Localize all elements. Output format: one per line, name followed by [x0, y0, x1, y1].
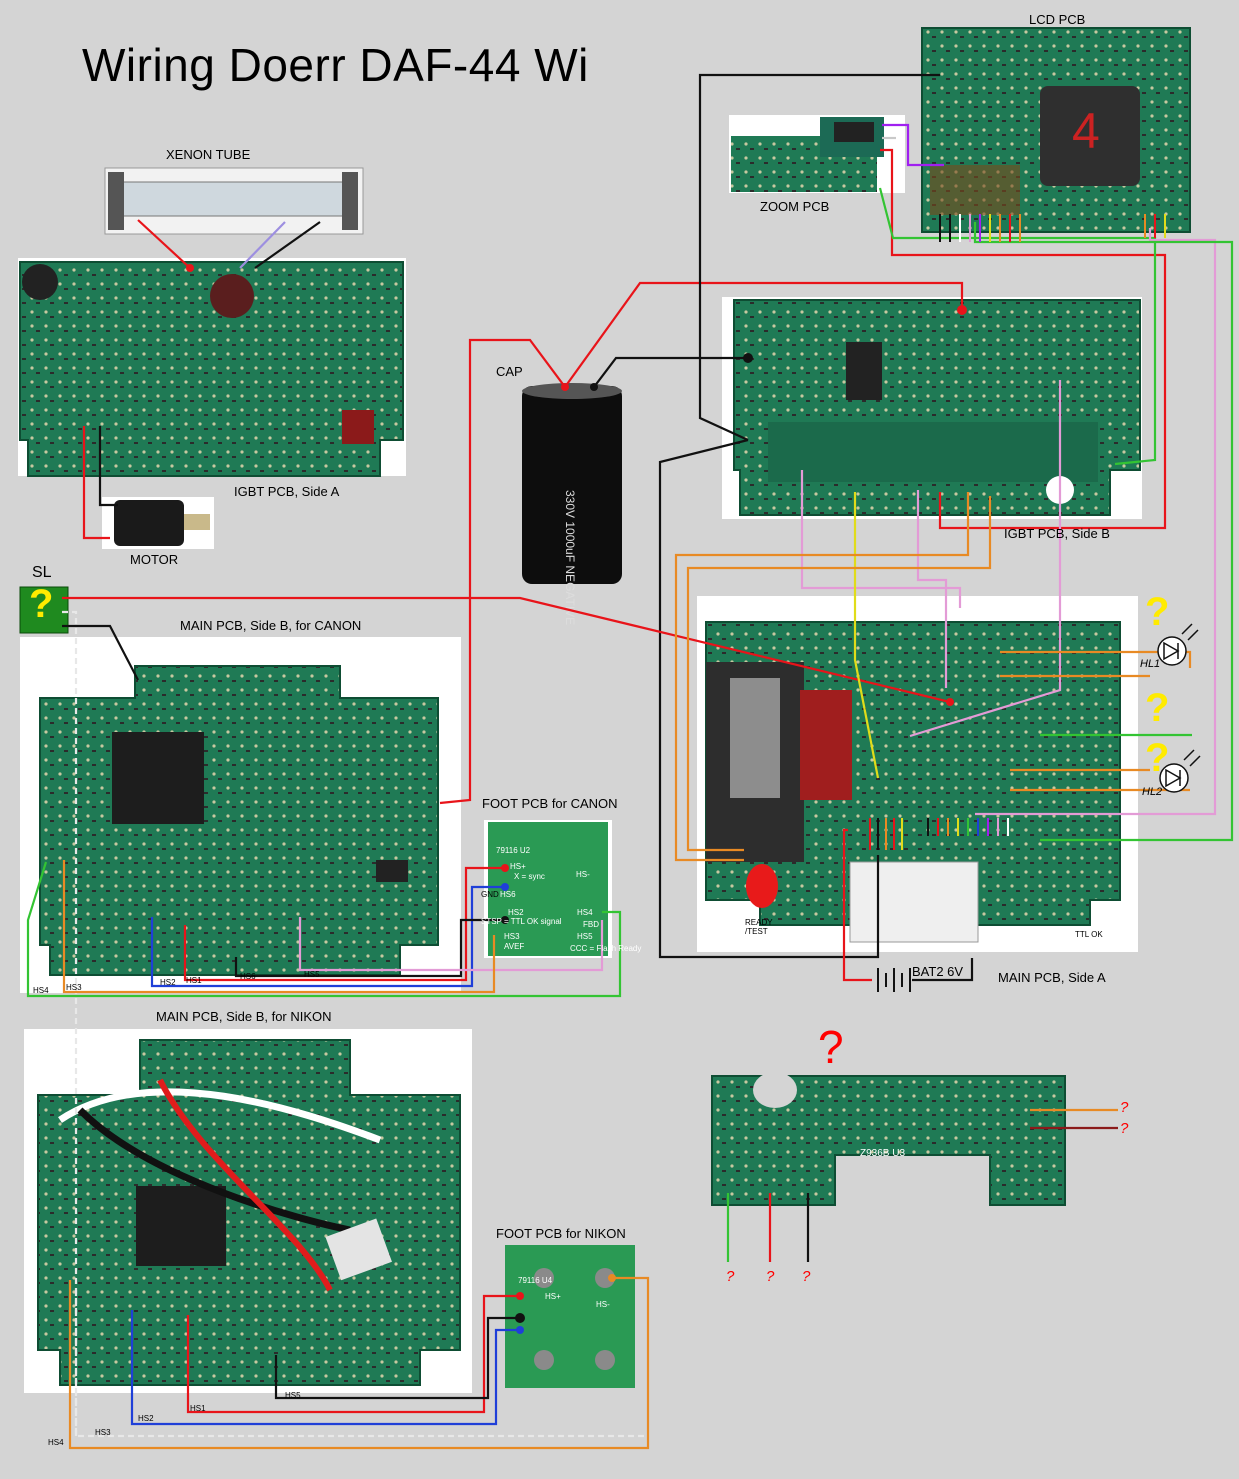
nikon-wire-label-hs2: HS2: [138, 1414, 154, 1423]
unknown-side-q1: ?: [1120, 1099, 1129, 1116]
lamp-question-2: ?: [1145, 686, 1170, 730]
lamp-question-3: ?: [1145, 736, 1170, 780]
foot-canon-hs4: HS4: [577, 908, 593, 917]
main-pcb-side-a: [697, 596, 1138, 952]
main-a-connector: [869, 818, 1009, 850]
foot-canon-hs-minus: HS-: [576, 870, 590, 879]
wire-label-hs3: HS3: [66, 983, 82, 992]
motor: [102, 497, 214, 549]
nikon-wire-label-hs5: HS5: [285, 1391, 301, 1400]
foot-canon-stsp: STSP = TTL OK signal: [481, 917, 562, 926]
cap-label: CAP: [496, 364, 523, 379]
lcd-pcb: 4: [921, 27, 1191, 233]
wire-label-hs2: HS2: [160, 978, 176, 987]
nikon-wire-label-hs1: HS1: [190, 1404, 206, 1413]
lamp-question-1: ?: [1145, 590, 1170, 634]
unknown-side-q2: ?: [1120, 1120, 1129, 1137]
unknown-board-question: ?: [818, 1021, 844, 1073]
wire-label-hs5: HS5: [304, 970, 320, 979]
igbt-side-b-label: IGBT PCB, Side B: [1004, 526, 1110, 541]
motor-label: MOTOR: [130, 552, 179, 567]
foot-nikon-label: FOOT PCB for NIKON: [496, 1226, 626, 1241]
main-pcb-side-b-canon: [20, 637, 461, 993]
foot-canon-label: FOOT PCB for CANON: [482, 796, 618, 811]
foot-canon-x-sync: X = sync: [514, 872, 545, 881]
unknown-bottom-q1: ?: [726, 1268, 735, 1285]
foot-nikon-hs-plus: HS+: [545, 1292, 561, 1301]
zoom-pcb: [729, 115, 905, 193]
wire-label-hs1: HS1: [186, 976, 202, 985]
nikon-wire-label-hs4: HS4: [48, 1438, 64, 1447]
foot-pcb-nikon: [505, 1245, 635, 1388]
foot-canon-gnd: GND: [481, 890, 499, 899]
foot-nikon-hs-minus: HS-: [596, 1300, 610, 1309]
hl1-label: HL1: [1140, 658, 1161, 670]
foot-canon-hs6: HS6: [500, 890, 516, 899]
xenon-tube-label: XENON TUBE: [166, 147, 251, 162]
sl-box: [19, 586, 69, 634]
svg-text:330V 1000uF NEGATIVE: 330V 1000uF NEGATIVE: [563, 490, 577, 625]
foot-canon-hs2: HS2: [508, 908, 524, 917]
capacitor: 330V 1000uF NEGATIVE: [522, 383, 622, 625]
main-b-nikon-label: MAIN PCB, Side B, for NIKON: [156, 1009, 332, 1024]
ready-test-label: READY /TEST: [745, 918, 773, 936]
unknown-pcb: [711, 1072, 1066, 1206]
ttl-ok-label: TTL OK: [1075, 930, 1103, 939]
connector-pins: [186, 264, 967, 1334]
lcd-pcb-label: LCD PCB: [1029, 12, 1086, 27]
battery-symbol: [877, 968, 911, 992]
main-b-canon-label: MAIN PCB, Side B, for CANON: [180, 618, 362, 633]
unknown-board-code: Z936B U3: [860, 1148, 906, 1159]
foot-canon-fbd: FBD: [583, 920, 599, 929]
foot-canon-ccc: CCC = Flash Ready: [570, 944, 642, 953]
unknown-bottom-q2: ?: [766, 1268, 775, 1285]
igbt-side-a-label: IGBT PCB, Side A: [234, 484, 340, 499]
igbt-pcb-side-a: [18, 258, 406, 477]
main-a-label: MAIN PCB, Side A: [998, 970, 1106, 985]
nikon-wire-label-hs3: HS3: [95, 1428, 111, 1437]
xenon-tube: [104, 167, 364, 235]
foot-canon-hs5: HS5: [577, 932, 593, 941]
foot-canon-hs3: HS3: [504, 932, 520, 941]
main-pcb-side-b-nikon: [24, 1029, 472, 1393]
foot-canon-code: 79116 U2: [496, 846, 531, 855]
sl-question: ?: [29, 582, 54, 626]
foot-canon-hs-plus: HS+: [510, 862, 526, 871]
igbt-pcb-side-b: [722, 297, 1142, 519]
foot-canon-avef: AVEF: [504, 942, 525, 951]
hl2-label: HL2: [1142, 786, 1163, 798]
unknown-bottom-q3: ?: [802, 1268, 811, 1285]
foot-nikon-code: 79116 U4: [518, 1276, 553, 1285]
sl-label: SL: [32, 564, 52, 581]
hl1-led-icon: [1157, 623, 1199, 666]
wire-label-hs4: HS4: [33, 986, 49, 995]
wire-label-hs6: HS6: [240, 972, 256, 981]
battery-label: BAT2 6V: [912, 964, 964, 979]
page-title: Wiring Doerr DAF-44 Wi: [82, 39, 589, 91]
svg-text:4: 4: [1072, 103, 1100, 159]
hl2-led-icon: [1159, 749, 1201, 793]
lcd-connector: [939, 214, 1166, 242]
zoom-pcb-label: ZOOM PCB: [760, 199, 830, 214]
